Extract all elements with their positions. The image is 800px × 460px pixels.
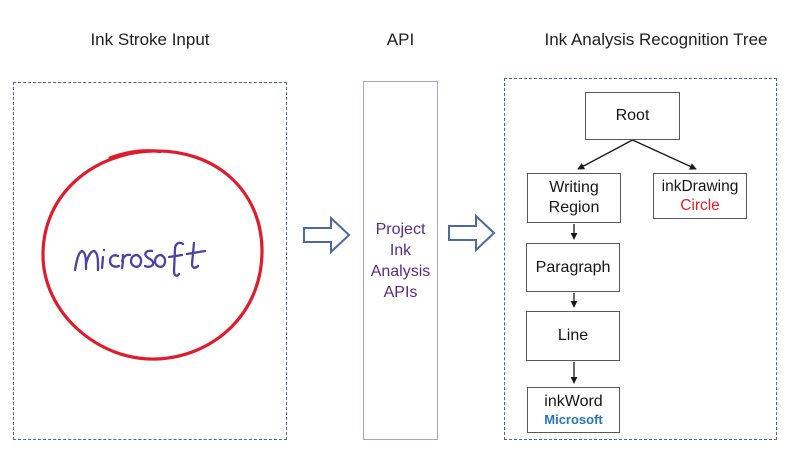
input-panel-box: [13, 82, 287, 440]
node-label: Line: [557, 327, 589, 344]
ink-circle-drawing: [41, 149, 264, 361]
flow-arrow-input-to-api-icon: [303, 216, 351, 254]
api-panel-title: API: [386, 30, 415, 49]
node-label: Paragraph: [535, 258, 611, 276]
tree-node-writing-region: Writing Region: [527, 173, 621, 223]
node-label: inkWord: [544, 393, 603, 410]
flow-arrow-api-to-tree-icon: [448, 214, 496, 252]
node-label: inkDrawing: [661, 178, 739, 195]
ink-canvas: [41, 149, 264, 361]
api-box-line: Analysis: [370, 262, 431, 280]
handwritten-microsoft-text: [73, 241, 207, 277]
node-label: Root: [615, 107, 650, 124]
tree-panel-title: Ink Analysis Recognition Tree: [544, 30, 768, 49]
node-label: Region: [548, 199, 600, 216]
tree-node-line: Line: [526, 311, 620, 361]
api-box: Project Ink Analysis APIs: [363, 81, 438, 440]
input-panel-title: Ink Stroke Input: [90, 30, 210, 49]
tree-node-root: Root: [585, 92, 680, 140]
api-box-line: Ink: [389, 241, 412, 259]
api-box-line: APIs: [383, 283, 418, 301]
tree-node-inkdrawing: inkDrawing Circle: [653, 173, 747, 219]
node-value-circle: Circle: [680, 197, 720, 214]
node-value-microsoft: Microsoft: [544, 412, 603, 427]
tree-node-paragraph: Paragraph: [526, 243, 620, 292]
node-label: Writing: [549, 179, 599, 196]
tree-node-inkword: inkWord Microsoft: [527, 387, 620, 433]
api-box-line: Project: [375, 220, 426, 238]
